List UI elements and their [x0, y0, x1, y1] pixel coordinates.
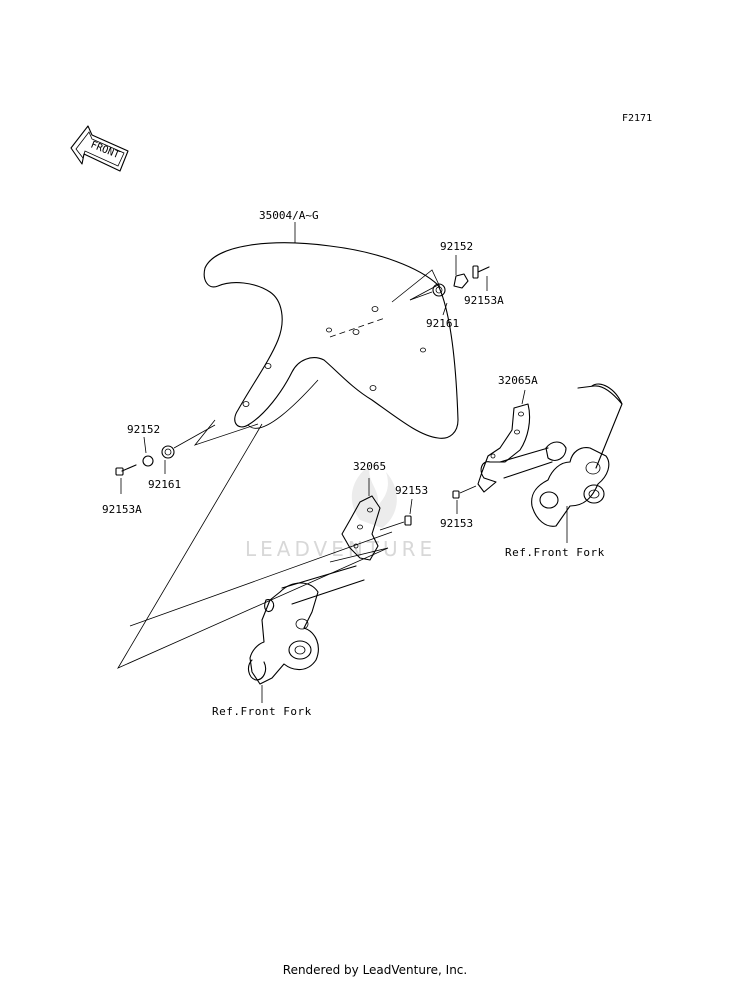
- watermark-text: LEADVENTURE: [245, 537, 436, 561]
- front-arrow-icon: FRONT: [70, 125, 129, 172]
- diagram-code: F2171: [622, 113, 652, 124]
- bracket-left: [341, 495, 412, 561]
- callout-92161-left: 92161: [148, 478, 181, 491]
- leader-lines: [120, 222, 568, 703]
- ref-front-fork-left: Ref.Front Fork: [212, 705, 312, 718]
- bracket-right: [452, 403, 531, 499]
- callout-92153a-left: 92153A: [102, 503, 142, 516]
- top-hardware: [409, 265, 490, 301]
- callout-92161-top: 92161: [426, 317, 459, 330]
- callout-92153-right: 92153: [440, 517, 473, 530]
- left-hardware: [115, 424, 216, 476]
- callout-32065a: 32065A: [498, 374, 538, 387]
- front-fender: [203, 242, 459, 439]
- callout-92153a-top: 92153A: [464, 294, 504, 307]
- watermark: LEADVENTURE: [245, 465, 436, 561]
- callout-35004: 35004/A~G: [259, 209, 319, 222]
- footer-credit: Rendered by LeadVenture, Inc.: [282, 963, 468, 977]
- callout-92153-mid: 92153: [395, 484, 428, 497]
- fork-right: [499, 383, 623, 527]
- ref-front-fork-right: Ref.Front Fork: [505, 546, 605, 559]
- fork-left: [247, 565, 365, 685]
- fender-projection: [117, 269, 441, 669]
- callout-92152-left: 92152: [127, 423, 160, 436]
- callout-92152-top: 92152: [440, 240, 473, 253]
- front-arrow-label: FRONT: [89, 140, 121, 161]
- callout-32065: 32065: [353, 460, 386, 473]
